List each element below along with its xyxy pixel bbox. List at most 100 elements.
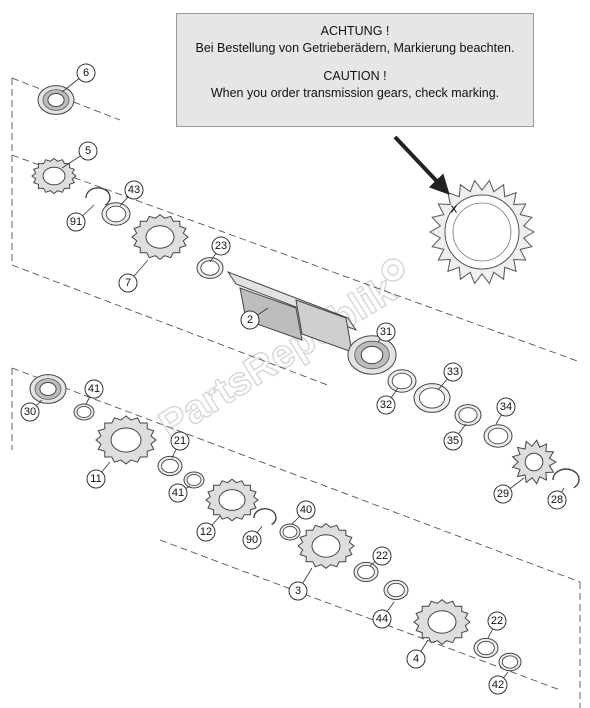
gear-part [131, 213, 189, 261]
callout-34: 34 [496, 397, 516, 417]
callout-28: 28 [547, 490, 567, 510]
bearing-part [347, 335, 397, 375]
clip-part [552, 468, 580, 489]
callout-23: 23 [211, 236, 231, 256]
ring-part [353, 561, 379, 583]
callout-6: 6 [76, 63, 96, 83]
notice-title-de: ACHTUNG ! [320, 24, 390, 38]
dashed-frame-lower [11, 367, 581, 708]
callout-label: 28 [551, 494, 563, 506]
gear-marking-label: x [451, 201, 458, 216]
gear-part [205, 478, 259, 522]
marked-gear-detail: x [428, 179, 536, 285]
pointer-arrow [393, 135, 450, 195]
callout-circle [242, 530, 262, 550]
callout-label: 35 [447, 435, 459, 447]
callout-label: 30 [24, 406, 36, 418]
callout-circle [168, 483, 188, 503]
caution-notice: ACHTUNG ! Bei Bestellung von Getrieberäd… [176, 13, 534, 127]
callout-label: 6 [83, 67, 89, 79]
callout-circle [376, 322, 396, 342]
callout-7: 7 [118, 273, 138, 293]
callout-label: 41 [88, 383, 100, 395]
callout-11: 11 [86, 469, 106, 489]
callout-circle [170, 431, 190, 451]
callout-label: 42 [492, 679, 504, 691]
ring-part [183, 471, 205, 489]
notice-text-en: When you order transmission gears, check… [210, 86, 500, 100]
callout-label: 5 [85, 145, 91, 157]
callout-circle [406, 649, 426, 669]
callout-circle [376, 395, 396, 415]
main-shaft-part [226, 270, 358, 353]
gear-part [95, 415, 157, 465]
callout-35: 35 [443, 431, 463, 451]
notice-text-de: Bei Bestellung von Getrieberädern, Marki… [195, 41, 515, 55]
callout-41: 41 [84, 379, 104, 399]
callouts-layer: 6 5 91 43 7 23 2 31 33 32 34 35 29 28 30 41 21 11 41 12 90 40… [20, 63, 567, 695]
callout-label: 31 [380, 326, 392, 338]
ring-part [196, 257, 224, 279]
callout-29: 29 [493, 484, 513, 504]
callout-circle [76, 63, 96, 83]
callout-circle [86, 469, 106, 489]
callout-circle [443, 431, 463, 451]
callout-circle [496, 397, 516, 417]
callout-circle [66, 212, 86, 232]
callout-circle [20, 402, 40, 422]
callout-circle [493, 484, 513, 504]
callout-label: 23 [215, 240, 227, 252]
callout-33: 33 [443, 362, 463, 382]
callout-label: 43 [128, 184, 140, 196]
clip-part [253, 508, 277, 526]
callout-90: 90 [242, 530, 262, 550]
ring-part [413, 383, 451, 413]
callout-label: 90 [246, 534, 258, 546]
callout-label: 21 [174, 435, 186, 447]
callout-42: 42 [488, 675, 508, 695]
ring-part [383, 579, 409, 601]
callout-label: 34 [500, 401, 512, 413]
notice-title-en: CAUTION ! [323, 69, 387, 83]
callout-label: 40 [300, 504, 312, 516]
ring-part [498, 652, 522, 672]
callout-21: 21 [170, 431, 190, 451]
callout-circle [124, 180, 144, 200]
ring-part [101, 202, 131, 226]
callout-2: 2 [240, 310, 260, 330]
ring-part [387, 369, 417, 393]
ring-part [279, 523, 301, 541]
callout-circle [372, 609, 392, 629]
callout-40: 40 [296, 500, 316, 520]
ring-part [483, 424, 513, 448]
callout-22: 22 [487, 611, 507, 631]
bearing-part [29, 374, 67, 404]
callout-circle [78, 141, 98, 161]
callout-label: 7 [125, 277, 131, 289]
callout-label: 41 [172, 487, 184, 499]
callout-label: 3 [295, 585, 301, 597]
clip-part [85, 187, 111, 206]
watermark-gear-icon [381, 258, 405, 282]
callout-label: 32 [380, 399, 392, 411]
callout-circle [211, 236, 231, 256]
sprocket-part [511, 439, 558, 485]
ring-part [73, 403, 95, 421]
callout-3: 3 [288, 581, 308, 601]
callout-30: 30 [20, 402, 40, 422]
parts-layer [29, 85, 580, 672]
callout-label: 11 [90, 473, 101, 485]
callout-circle [488, 675, 508, 695]
callout-label: 91 [70, 216, 82, 228]
callout-circle [118, 273, 138, 293]
callout-circle [240, 310, 260, 330]
callout-label: 12 [200, 526, 212, 538]
callout-41: 41 [168, 483, 188, 503]
callout-circle [288, 581, 308, 601]
bearing-part [37, 85, 75, 115]
callout-circle [547, 490, 567, 510]
callout-circle [372, 546, 392, 566]
callout-label: 44 [376, 613, 388, 625]
callout-circle [487, 611, 507, 631]
